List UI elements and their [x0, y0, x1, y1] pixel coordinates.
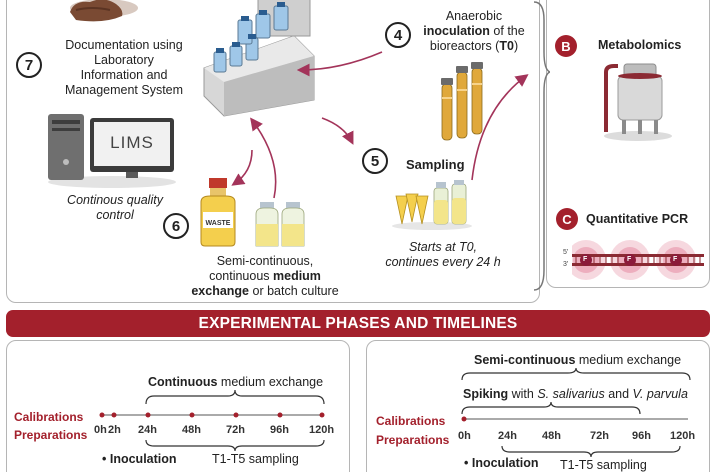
lims-screen-label: LIMS [110, 133, 154, 152]
right-spiking-brace [461, 401, 641, 415]
dna-5prime-label: 5' [563, 249, 569, 256]
left-sampling-brace [145, 439, 325, 452]
left-tick-6: 120h [309, 424, 335, 436]
panel-brace [533, 1, 550, 291]
step-7-text: Documentation using Laboratory Informati… [64, 38, 184, 97]
lims-computer-icon [48, 114, 176, 188]
right-sampling-brace [501, 445, 681, 458]
left-tick-4: 72h [226, 424, 245, 436]
left-inoculation: • Inoculation [102, 452, 177, 466]
left-tick-3: 48h [182, 424, 201, 436]
timeline-right-panel [366, 340, 710, 472]
left-header: Continuous medium exchange [148, 375, 324, 389]
left-sampling: T1-T5 sampling [212, 452, 299, 466]
probe-label-2: F [627, 256, 632, 263]
right-inoculation: • Inoculation [464, 456, 539, 470]
left-calibrations: Calibrations [14, 410, 84, 424]
analysis-c-label: Quantitative PCR [586, 212, 689, 226]
dna-strand-icon [572, 240, 704, 280]
waste-bottle-icon [200, 178, 236, 247]
right-sampling: T1-T5 sampling [560, 458, 647, 472]
analysis-b-badge: B [555, 35, 577, 57]
analysis-c-badge: C [556, 208, 578, 230]
left-timeline-axis [99, 412, 325, 418]
right-tick-2: 48h [542, 430, 561, 442]
process-arrows [231, 51, 529, 199]
step-5-number: 5 [362, 148, 388, 174]
right-tick-1: 24h [498, 430, 517, 442]
right-tick-3: 72h [590, 430, 609, 442]
inoculation-tubes-icon [441, 62, 483, 141]
sampling-tubes-icon [392, 180, 472, 230]
right-calibrations: Calibrations [376, 414, 446, 428]
right-top-brace [461, 367, 691, 381]
phases-banner: EXPERIMENTAL PHASES AND TIMELINES [6, 310, 710, 337]
step-7-caption: Continous quality control [67, 193, 163, 222]
left-preparations: Preparations [14, 428, 88, 442]
left-tick-2: 24h [138, 424, 157, 436]
right-tick-5: 120h [670, 430, 696, 442]
analysis-b-label: Metabolomics [598, 38, 682, 52]
right-header: Semi-continuous medium exchange [474, 353, 682, 367]
probe-label-1: F [583, 256, 588, 263]
left-tick-0: 0h [94, 424, 107, 436]
step-5-label: Sampling [406, 157, 465, 172]
waste-label: WASTE [205, 220, 231, 227]
step-6-text: Semi-continuous, continuous medium excha… [191, 254, 339, 298]
step-5-caption: Starts at T0, continues every 24 h [385, 240, 501, 269]
right-spiking: Spiking with S. salivarius and V. parvul… [463, 387, 688, 401]
dna-3prime-label: 3' [563, 261, 569, 268]
right-tick-4: 96h [632, 430, 651, 442]
right-tick-0: 0h [458, 430, 471, 442]
medium-bottles-icon [255, 202, 305, 247]
right-preparations: Preparations [376, 433, 450, 447]
left-tick-5: 96h [270, 424, 289, 436]
step-4-text: Anaerobic inoculation of the bioreactors… [423, 9, 525, 53]
step-6-number: 6 [163, 213, 189, 239]
left-brace [145, 389, 325, 405]
step-7-number: 7 [16, 52, 42, 78]
right-timeline-axis [461, 416, 688, 422]
nmr-spectrometer-icon [604, 63, 672, 141]
timeline-left-panel [6, 340, 350, 472]
left-tick-1: 2h [108, 424, 121, 436]
probe-label-3: F [673, 256, 678, 263]
fecal-sample-icon [70, 0, 138, 22]
step-4-number: 4 [385, 22, 411, 48]
bioreactor-station-icon [203, 0, 315, 117]
